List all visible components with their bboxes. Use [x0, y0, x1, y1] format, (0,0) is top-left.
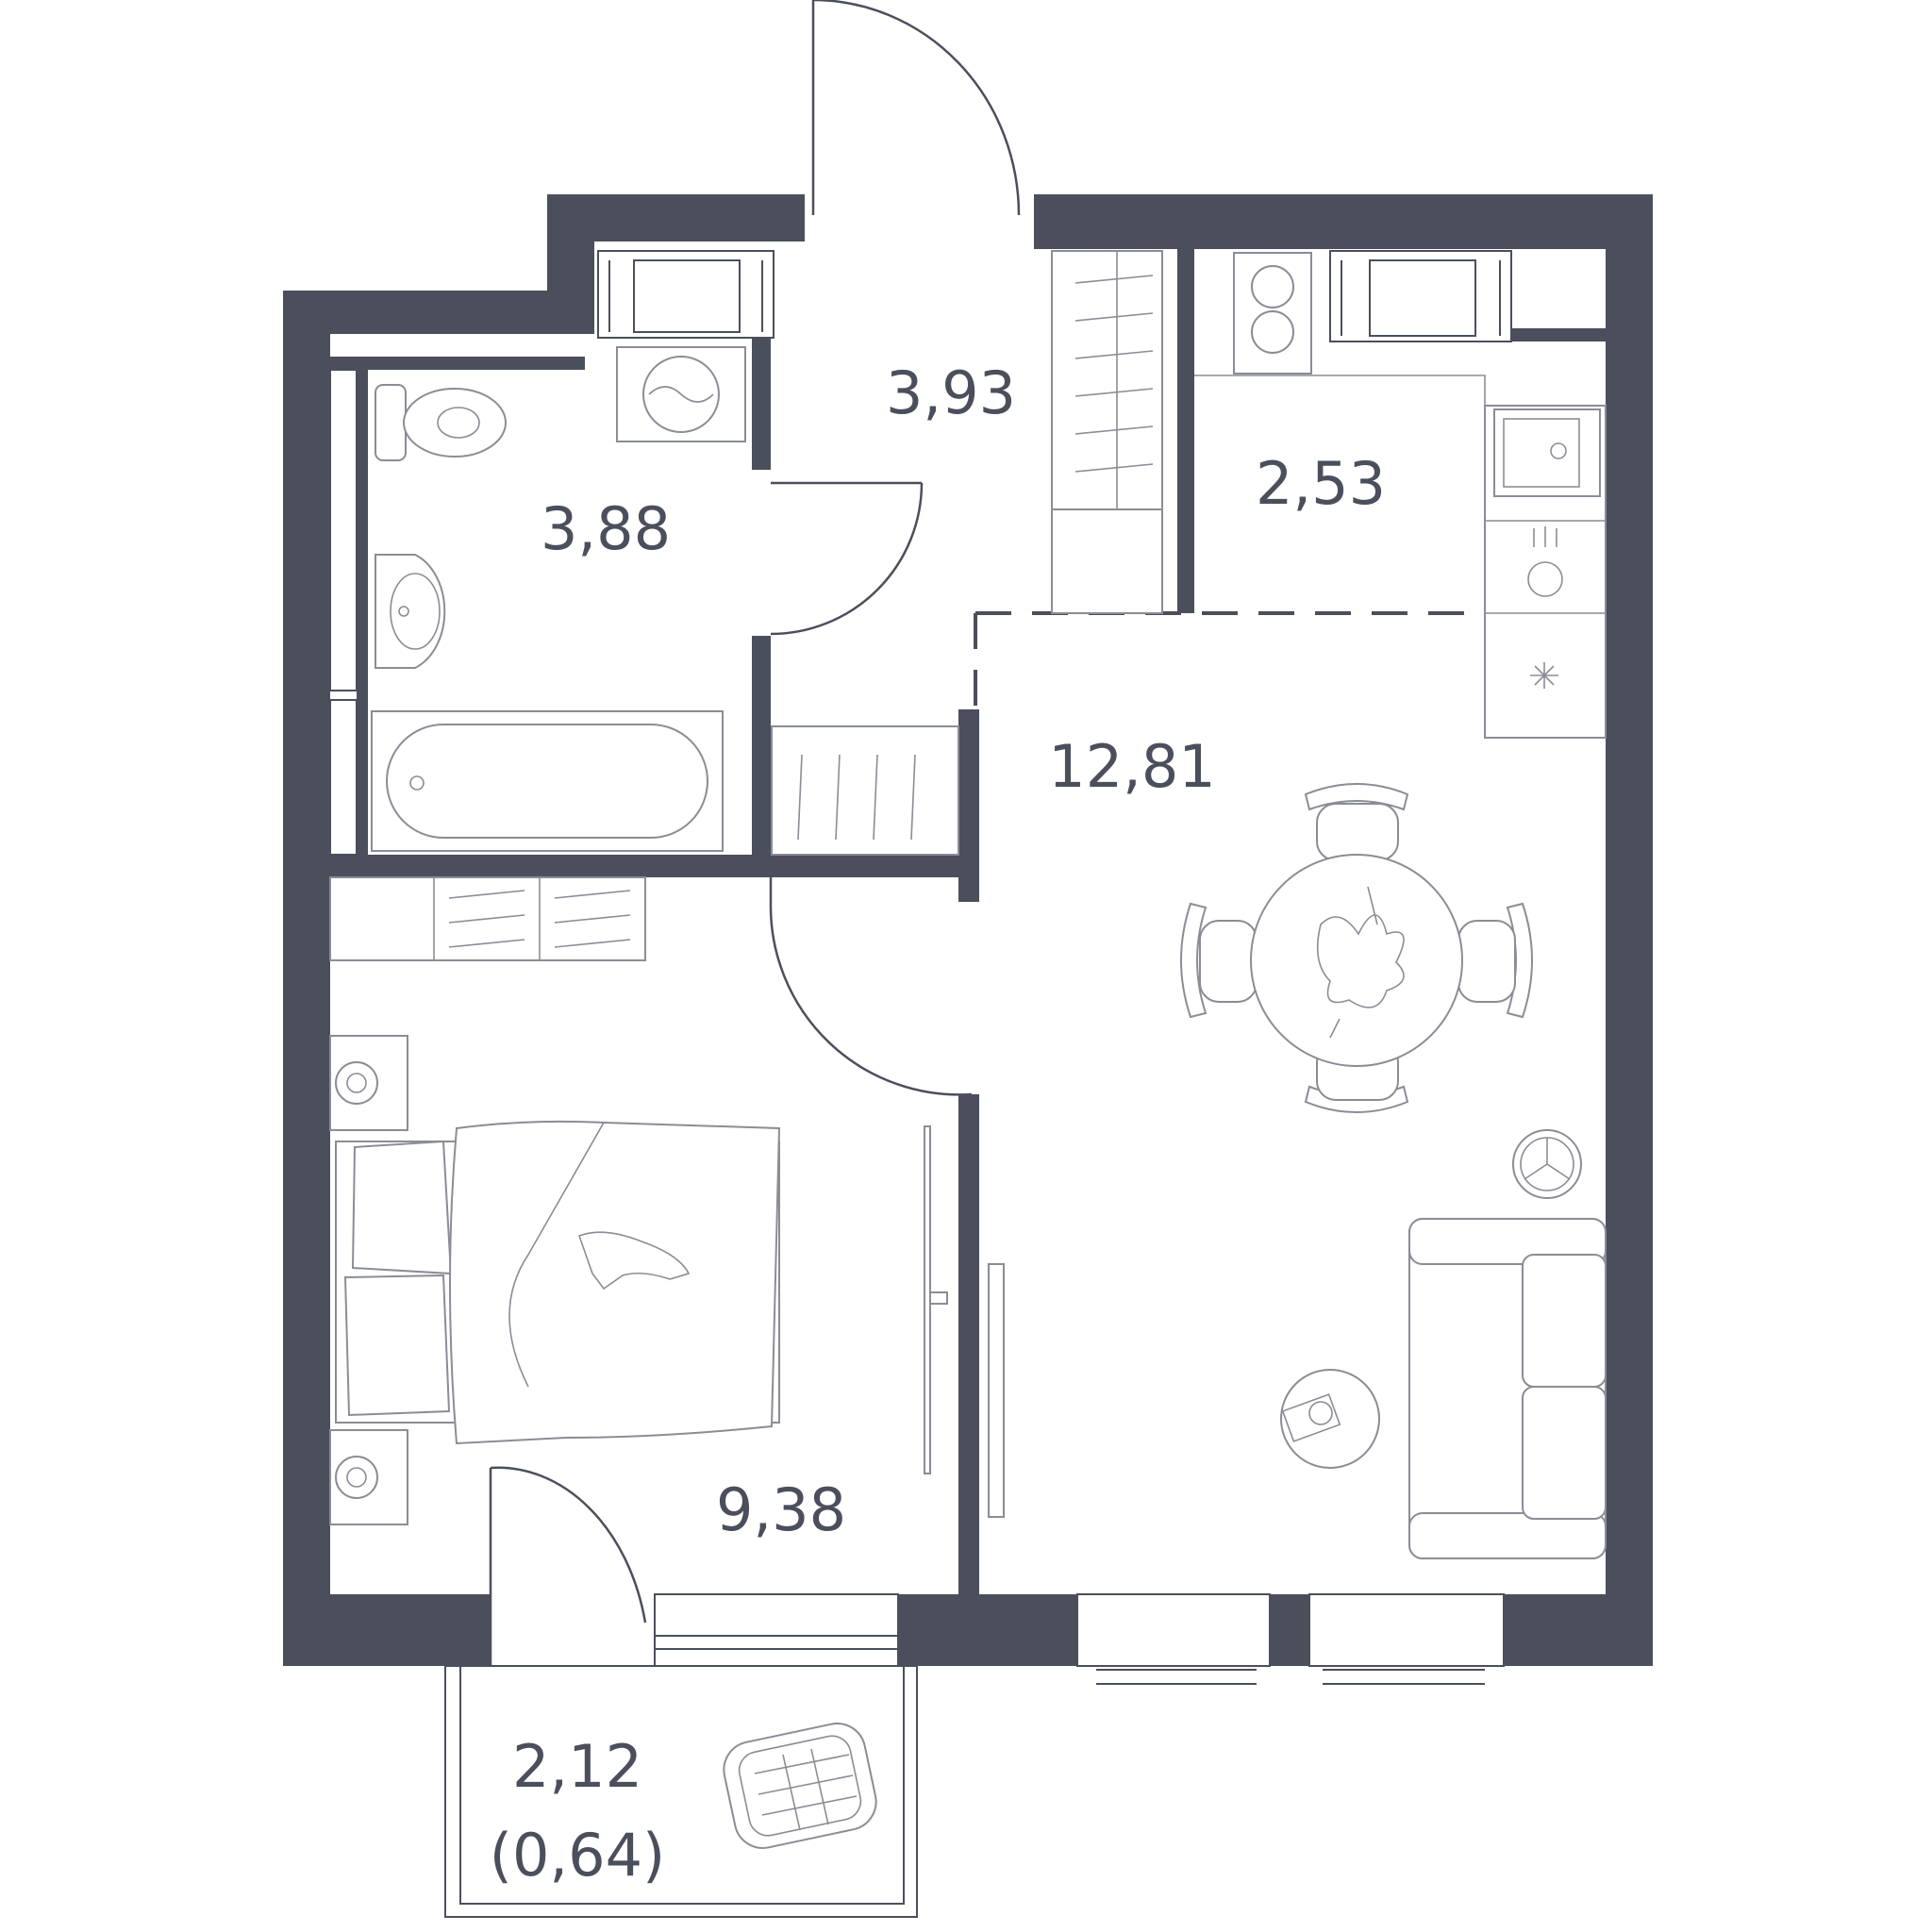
sofa-icon — [1408, 1218, 1607, 1559]
nightstand-icon — [329, 1035, 408, 1131]
hall-area-label: 3,93 — [886, 358, 1016, 427]
bathroom-area-label: 3,88 — [541, 494, 671, 563]
sink-icon — [375, 554, 446, 669]
windows — [329, 250, 1512, 1685]
balcony-reduced-area-label: (0,64) — [490, 1821, 665, 1890]
coffee-table-icon — [1280, 1369, 1380, 1469]
tv-icon — [924, 1125, 1005, 1518]
floor-lamp-icon — [1512, 1129, 1582, 1199]
stove-icon — [1233, 252, 1312, 375]
nightstand-icon-2 — [329, 1429, 408, 1525]
kitchen-area-label: 2,53 — [1256, 449, 1386, 518]
bedroom-wardrobe — [329, 876, 646, 961]
dining-table-icon — [1180, 783, 1533, 1113]
kitchen-sink-icon — [1493, 408, 1601, 497]
laundry-basket-icon — [723, 1723, 877, 1849]
bedroom-area-label: 9,38 — [716, 1475, 846, 1544]
bathtub-icon — [371, 710, 724, 852]
washing-machine-icon — [616, 346, 746, 442]
dishwasher-icon — [1527, 526, 1563, 597]
exterior-walls — [283, 194, 1653, 1666]
balcony-area-label: 2,12 — [512, 1732, 642, 1801]
plant-icon — [1316, 886, 1405, 1039]
toilet-icon — [375, 384, 507, 461]
bed-icon — [335, 1120, 781, 1445]
star-icon — [1530, 662, 1558, 689]
hall-wardrobe — [771, 250, 1163, 856]
interior-walls — [330, 249, 1606, 1594]
living-area-label: 12,81 — [1048, 732, 1216, 801]
balcony-outline — [444, 1665, 918, 1918]
